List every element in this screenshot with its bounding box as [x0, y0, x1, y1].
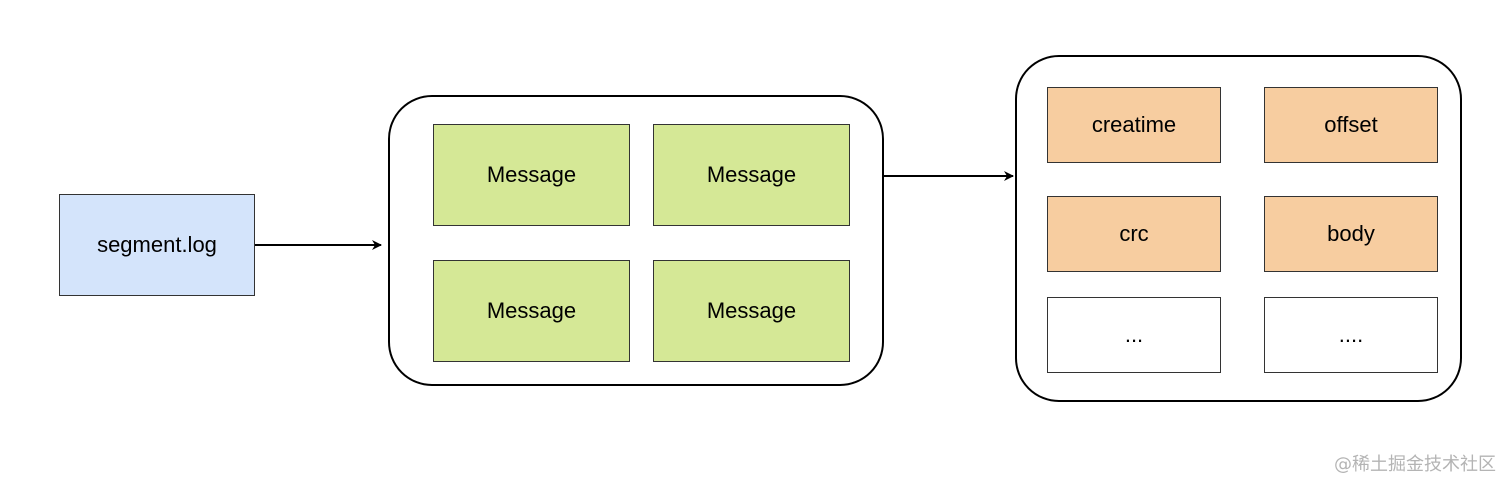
- field-label: crc: [1119, 221, 1149, 246]
- message-node: Message: [433, 260, 630, 362]
- field-label: offset: [1324, 112, 1378, 137]
- message-label: Message: [706, 298, 797, 323]
- field-body: body: [1264, 196, 1438, 272]
- message-node: Message: [653, 260, 850, 362]
- segment-log-label: segment.log: [97, 232, 217, 257]
- field-offset: offset: [1264, 87, 1438, 163]
- message-node: Message: [653, 124, 850, 226]
- field-label: ....: [1338, 322, 1364, 347]
- message-label: Message: [486, 298, 577, 323]
- segment-log-node: segment.log: [59, 194, 255, 296]
- watermark-text: @稀土掘金技术社区: [1334, 454, 1496, 475]
- field-label: ...: [1124, 322, 1144, 347]
- field-label: creatime: [1091, 112, 1177, 137]
- field-creatime: creatime: [1047, 87, 1221, 163]
- field-more-right: ....: [1264, 297, 1438, 373]
- message-node: Message: [433, 124, 630, 226]
- message-label: Message: [486, 162, 577, 187]
- field-more-left: ...: [1047, 297, 1221, 373]
- message-label: Message: [706, 162, 797, 187]
- field-label: body: [1327, 221, 1375, 246]
- field-crc: crc: [1047, 196, 1221, 272]
